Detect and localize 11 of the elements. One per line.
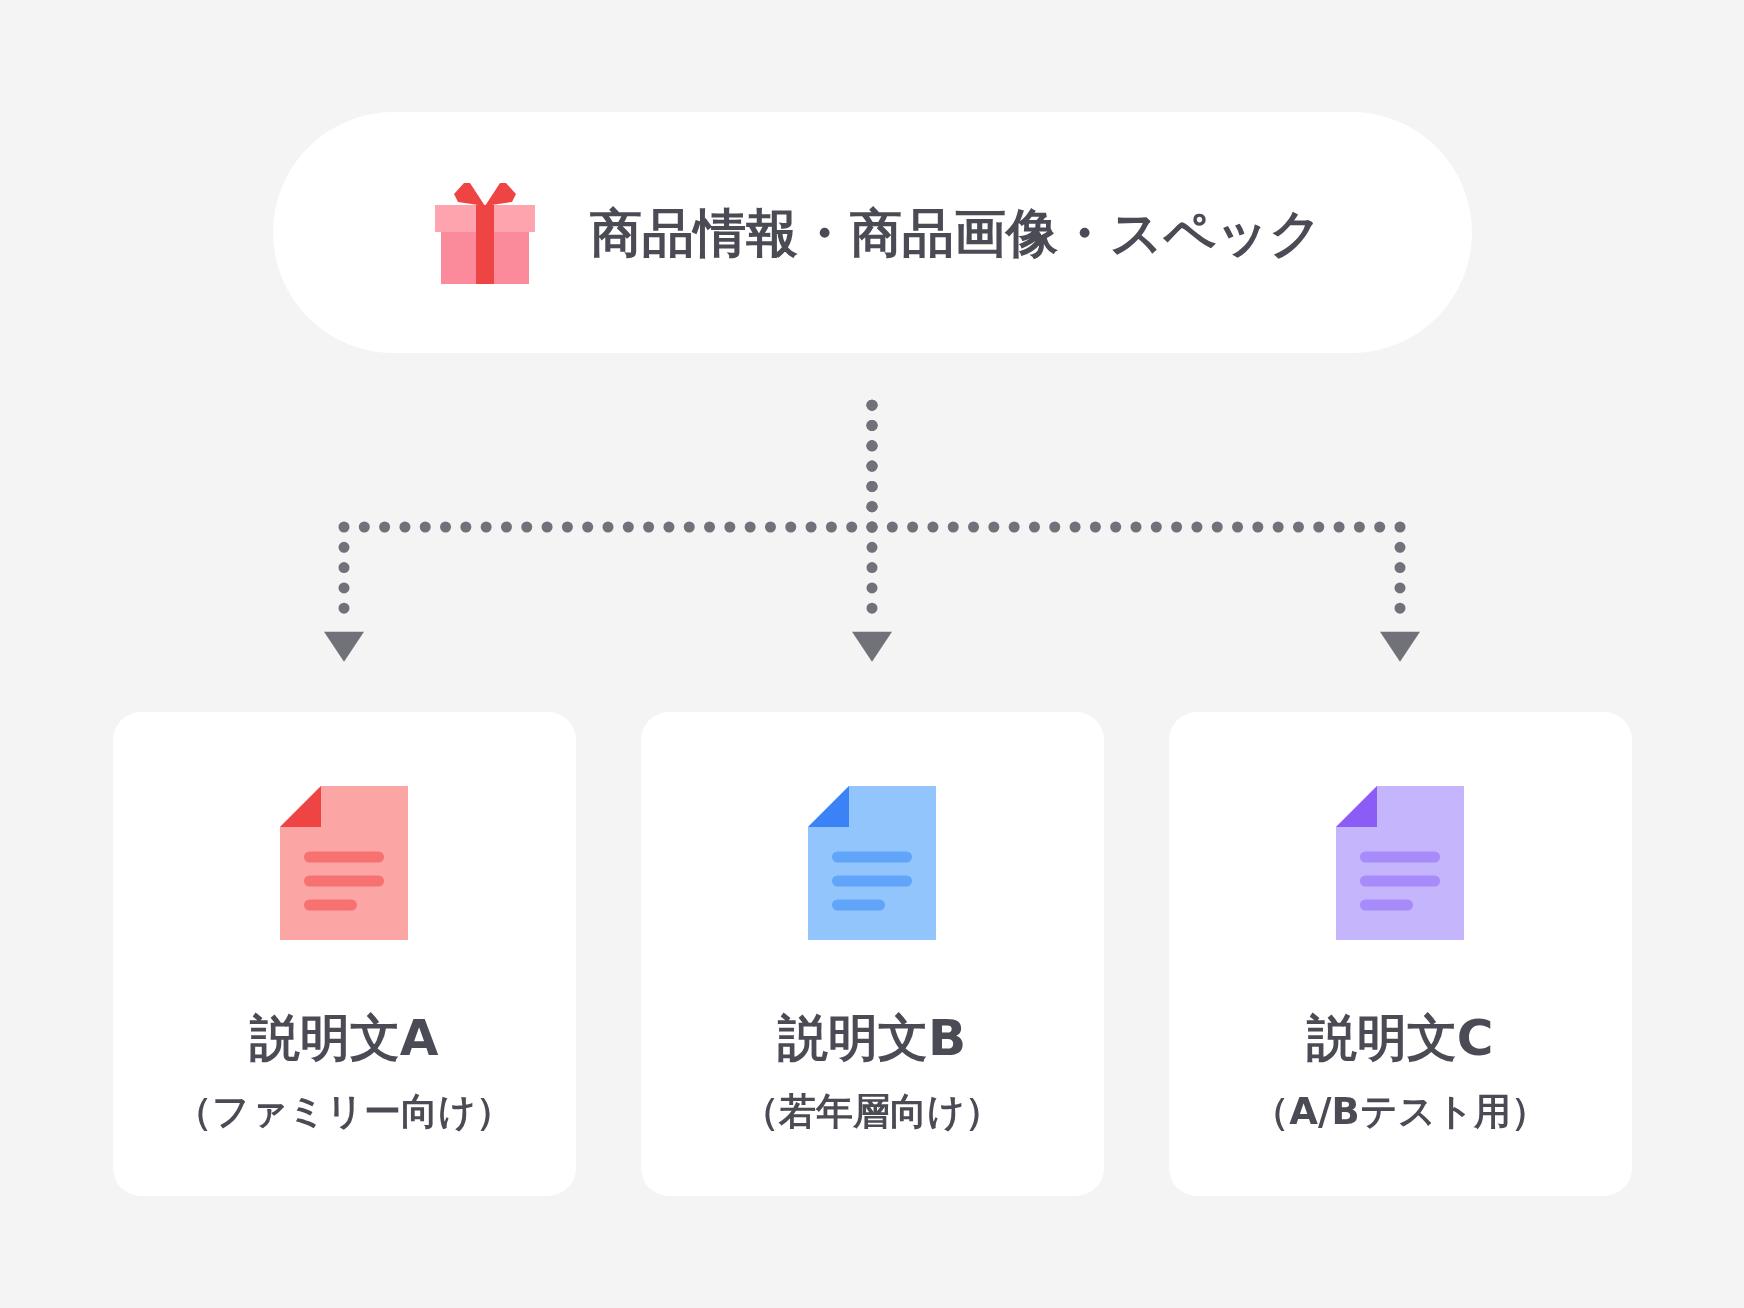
card	[640, 712, 1104, 1196]
heading: 商品情報・商品画像・スペック	[589, 201, 1322, 265]
card	[112, 712, 576, 1196]
card	[1168, 712, 1632, 1196]
card-subtitle: （A/Bテスト用）	[1252, 1090, 1548, 1134]
arrow	[866, 399, 1420, 662]
card-title: 説明文A	[249, 1008, 439, 1068]
card-subtitle: （若年層向け）	[742, 1090, 1002, 1134]
card-title: 説明文C	[1306, 1008, 1494, 1068]
card-subtitle: （ファミリー向け）	[175, 1090, 513, 1134]
card-title: 説明文B	[777, 1008, 967, 1068]
